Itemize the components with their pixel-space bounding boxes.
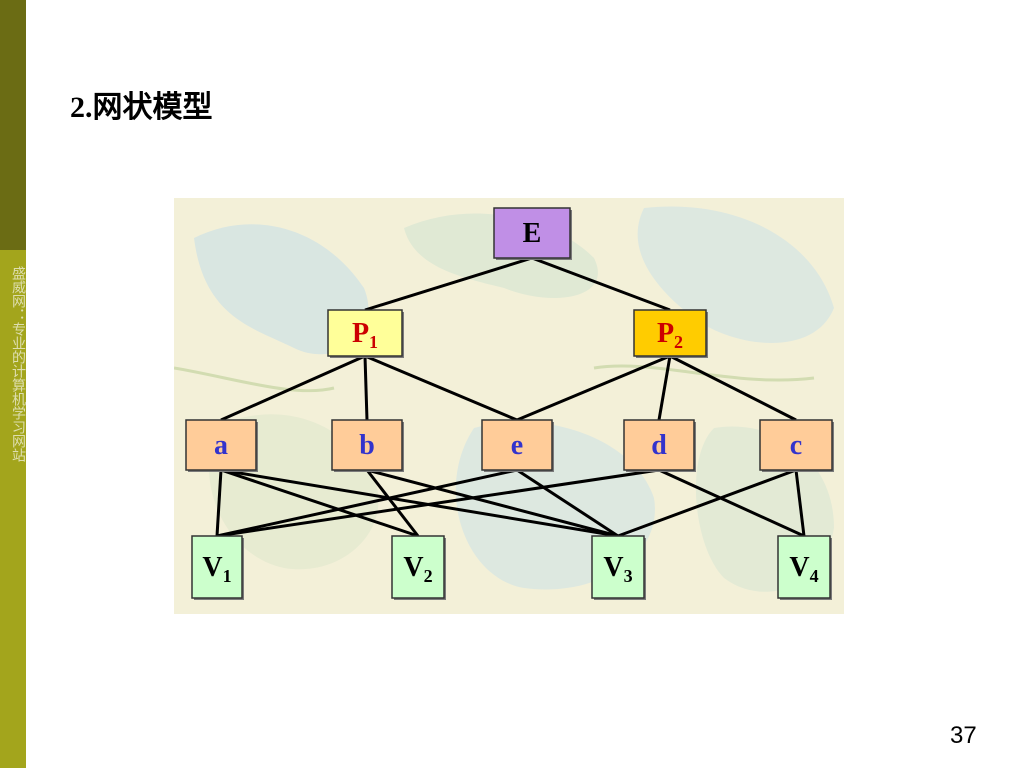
- edge-e-V1: [216, 468, 518, 538]
- node-label-e: e: [511, 430, 523, 461]
- node-box: [331, 419, 403, 471]
- sidebar-bottom-band: [0, 250, 26, 768]
- node-box: [759, 419, 833, 471]
- node-box: [191, 535, 243, 599]
- node-box: [591, 535, 645, 599]
- node-b: b: [331, 419, 404, 472]
- node-E: E: [493, 207, 572, 260]
- node-box: [481, 419, 553, 471]
- edge-d-V4: [658, 468, 805, 538]
- node-label-subscript: 1: [223, 566, 232, 586]
- node-c: c: [759, 419, 834, 472]
- node-box: [185, 419, 257, 471]
- node-box: [327, 309, 403, 357]
- node-label-subscript: 2: [424, 566, 433, 586]
- node-e: e: [481, 419, 554, 472]
- node-V1: V1: [191, 535, 244, 600]
- node-label-main: E: [523, 218, 542, 249]
- edge-E-P2: [531, 256, 671, 312]
- node-label-main: P: [352, 318, 369, 349]
- node-label-main: c: [790, 430, 802, 461]
- node-box: [493, 207, 571, 259]
- node-V2: V2: [391, 535, 446, 600]
- node-box: [391, 535, 445, 599]
- node-label-main: V: [202, 552, 222, 583]
- sidebar-watermark-text: 盛威网：专业的计算机学习网站: [10, 266, 26, 462]
- node-label-main: e: [511, 430, 523, 461]
- slide-title: 2.网状模型: [70, 91, 213, 124]
- node-label-main: a: [214, 430, 228, 461]
- edge-c-V3: [617, 468, 797, 538]
- edge-a-V3: [220, 468, 619, 538]
- node-label-a: a: [214, 430, 228, 461]
- node-label-subscript: 3: [624, 566, 633, 586]
- node-label-P2: P2: [657, 318, 683, 352]
- node-V3: V3: [591, 535, 646, 600]
- edge-c-V4: [794, 469, 806, 537]
- node-label-main: d: [651, 430, 667, 461]
- node-label-main: P: [657, 318, 674, 349]
- edge-e-V3: [516, 468, 619, 538]
- edge-P2-e: [516, 354, 671, 422]
- edge-layer: [215, 256, 806, 538]
- edge-d-V1: [216, 468, 660, 538]
- edge-a-V2: [220, 468, 419, 538]
- node-label-subscript: 2: [674, 332, 683, 352]
- node-label-c: c: [790, 430, 802, 461]
- node-label-E: E: [523, 218, 542, 249]
- node-label-subscript: 1: [369, 332, 378, 352]
- edge-E-P1: [364, 256, 533, 312]
- edge-P1-b: [363, 355, 369, 421]
- node-label-main: b: [359, 430, 375, 461]
- node-label-P1: P1: [352, 318, 378, 352]
- sidebar-top-band: [0, 0, 26, 250]
- diagram-background: [174, 198, 844, 614]
- node-d: d: [623, 419, 696, 472]
- node-label-V2: V2: [403, 552, 432, 586]
- node-P1: P1: [327, 309, 404, 358]
- edge-b-V2: [365, 469, 420, 537]
- node-label-b: b: [359, 430, 375, 461]
- node-V4: V4: [777, 535, 832, 600]
- edge-P2-c: [669, 354, 797, 422]
- node-label-main: V: [403, 552, 423, 583]
- node-label-main: V: [603, 552, 623, 583]
- node-P2: P2: [633, 309, 708, 358]
- edge-a-V1: [215, 469, 223, 537]
- node-box: [623, 419, 695, 471]
- edge-P1-a: [220, 354, 366, 422]
- node-box: [777, 535, 831, 599]
- edge-b-V3: [366, 468, 619, 538]
- node-label-V4: V4: [789, 552, 818, 586]
- node-a: a: [185, 419, 258, 472]
- edge-P1-e: [364, 354, 518, 422]
- node-label-d: d: [651, 430, 667, 461]
- node-label-V1: V1: [202, 552, 231, 586]
- node-label-main: V: [789, 552, 809, 583]
- edge-P2-d: [657, 355, 672, 421]
- node-label-V3: V3: [603, 552, 632, 586]
- node-box: [633, 309, 707, 357]
- node-label-subscript: 4: [810, 566, 819, 586]
- page-number: 37: [950, 722, 977, 749]
